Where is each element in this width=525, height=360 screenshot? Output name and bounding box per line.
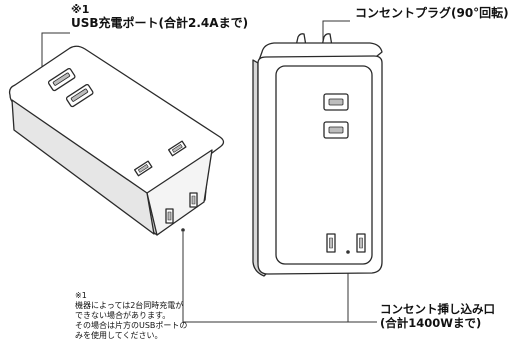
usb-port-label: USB充電ポート(合計2.4Aまで) [71,16,249,30]
usb-port-2 [65,84,94,108]
outlet-leader-line [182,232,349,323]
footnote-line: できない場合があります。 [75,311,171,320]
left-device-front [146,149,213,236]
right-device-panel [275,65,373,265]
outlet-label-line1: コンセント挿し込み口 [380,302,495,316]
front-outlet-slot-1 [165,208,174,224]
footnote-line: その場合は片方のUSBポートの [75,321,188,330]
outlet-label: コンセント挿し込み口 (合計1400Wまで) [380,302,495,331]
right-device [252,33,383,277]
front-outlet-ground-dot [181,228,185,232]
front-outlet-slot-2 [189,192,198,208]
outlet-upright-slot-2 [356,233,366,253]
outlet-label-line2: (合計1400Wまで) [380,315,482,330]
left-device [8,45,225,236]
footnote-line: みを使用してください。 [75,331,163,340]
outlet-upright-slot-1 [326,233,336,253]
usb-port-1 [47,68,76,92]
plug-label: コンセントプラグ(90°回転) [355,6,509,20]
footnote: ※1 機器によっては2台同時充電が できない場合があります。 その場合は片方のU… [75,291,187,341]
footnote-mark: ※1 [75,291,87,300]
left-device-left-face [11,99,155,235]
outlet-upright-ground-dot [346,250,350,254]
usb-note-mark: ※1 [71,3,90,16]
top-outlet-slot-2 [168,140,187,157]
plug-leader-line [322,20,350,42]
footnote-line: 機器によっては2台同時充電が [75,301,184,310]
top-outlet-slot-1 [134,160,153,177]
usb-port-upright-2 [323,121,349,139]
usb-port-upright-1 [323,93,349,111]
